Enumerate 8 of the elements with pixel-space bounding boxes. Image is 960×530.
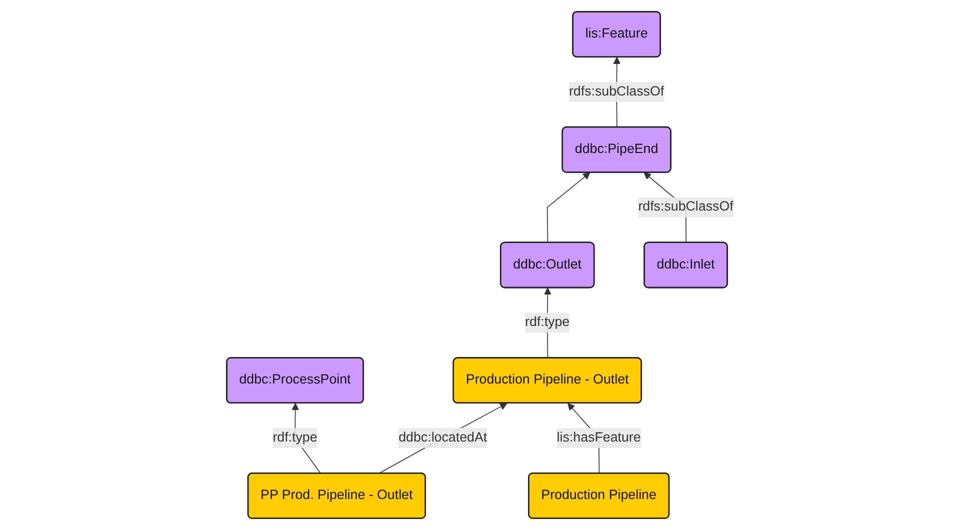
arrow <box>546 172 590 244</box>
edge-label: rdf:type <box>272 430 318 445</box>
edge-label: rdfs:subClassOf <box>568 84 664 99</box>
edge-label: rdfs:subClassOf <box>638 200 734 214</box>
edge-label: rdf:type <box>525 315 570 330</box>
edge-label: lis:hasFeature <box>556 430 641 445</box>
edge-label: ddbc:locatedAt <box>398 430 488 445</box>
arrow <box>378 403 508 474</box>
